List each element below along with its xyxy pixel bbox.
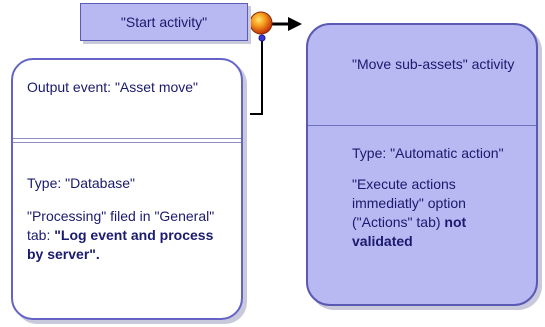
output-event-text: Output event: "Asset move" [27,79,199,95]
start-dot-icon[interactable] [249,11,273,35]
event-node[interactable]: Output event: "Asset move" Type: "Databa… [11,58,243,320]
execute-option-value: not validated [352,214,467,249]
activity-title-text: "Move sub-assets" activity [352,56,515,72]
start-activity-label[interactable]: "Start activity" [80,3,248,41]
event-node-body: Type: "Database" "Processing" filed in "… [27,174,231,278]
activity-node-body: Type: "Automatic action" "Execute action… [352,144,526,263]
execute-option-text: "Execute actions immediatly" option ("Ac… [352,175,526,251]
activity-node[interactable]: "Move sub-assets" activity Type: "Automa… [306,23,538,306]
event-node-divider [13,142,241,143]
execute-option-prefix: "Execute actions immediatly" option ("Ac… [352,176,466,230]
event-connector-line [250,36,263,115]
activity-type-text: Type: "Automatic action" [352,145,504,161]
connector-handle-icon[interactable] [258,34,266,42]
activity-node-header: "Move sub-assets" activity [308,25,536,126]
start-activity-text: "Start activity" [120,14,208,30]
transition-arrowhead [288,17,302,31]
event-type-text: Type: "Database" [27,175,136,191]
processing-prefix: "Processing" filed in "General" tab: [27,208,215,243]
processing-value: "Log event and process by server". [27,227,214,262]
processing-text: "Processing" filed in "General" tab: "Lo… [27,207,231,264]
event-node-header: Output event: "Asset move" [13,60,241,139]
